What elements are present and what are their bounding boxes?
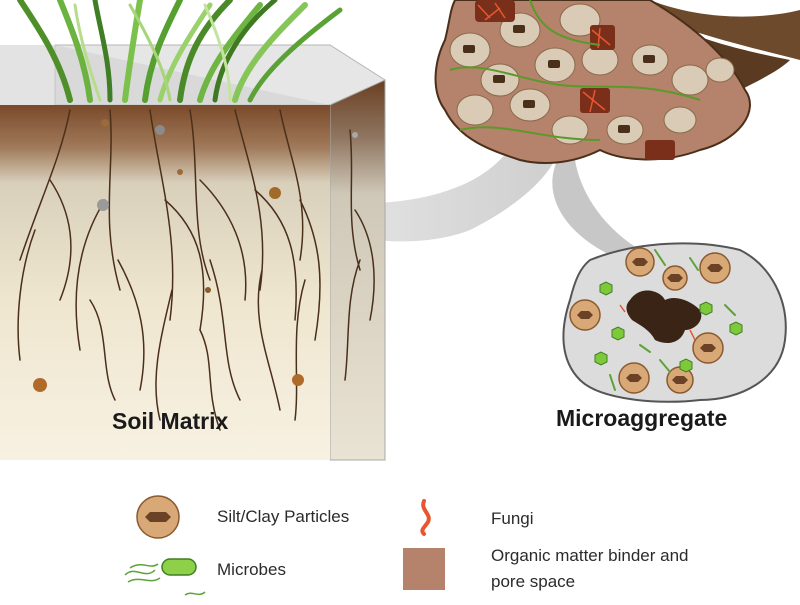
soil-block	[0, 44, 386, 461]
legend-icon-silt-clay	[136, 495, 180, 539]
legend-organic-matter-label-line1: Organic matter binder and	[491, 546, 689, 565]
macroaggregate	[434, 0, 800, 164]
microaggregate-label: Microaggregate	[556, 405, 728, 431]
microaggregate-illustration	[562, 242, 787, 403]
grass	[17, 0, 343, 103]
plant-roots	[17, 109, 375, 431]
soil-matrix-label: Soil Matrix	[112, 408, 229, 434]
zoom-connector-lower	[552, 155, 640, 255]
soil-pebbles	[33, 119, 358, 392]
legend-icon-fungi	[420, 499, 431, 536]
legend-icon-organic-matter	[403, 548, 445, 590]
legend-organic-matter-label-line2: pore space	[491, 572, 576, 591]
legend-icon-microbes	[124, 558, 206, 596]
legend-microbes-label: Microbes	[217, 560, 286, 579]
legend-silt-clay-label: Silt/Clay Particles	[217, 507, 350, 526]
legend-fungi-label: Fungi	[491, 509, 534, 528]
